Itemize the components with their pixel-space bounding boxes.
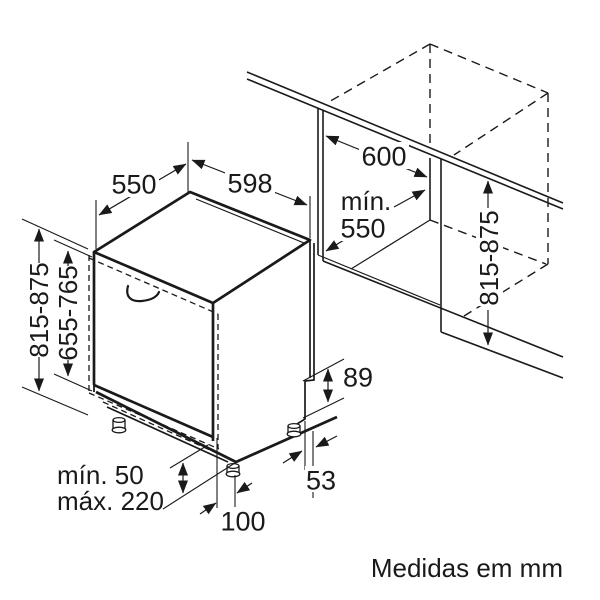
label-backings (110, 142, 503, 533)
adjustable-feet (111, 416, 302, 478)
appliance-height-label: 815-875 (24, 262, 54, 357)
plinth-max-label: máx. 220 (57, 486, 164, 516)
rear-foot-offset-label: 100 (220, 506, 265, 536)
appliance-depth-label: 550 (111, 169, 156, 199)
appliance-dashed-door-outline (88, 255, 231, 460)
rear-recess-height-label: 89 (343, 362, 373, 392)
appliance-width-label: 598 (227, 168, 272, 198)
door-panel-height-label: 655-765 (53, 265, 83, 360)
niche-height-label: 815-875 (474, 210, 504, 305)
front-right-foot (225, 462, 241, 478)
appliance-detail-lines (93, 198, 315, 463)
floor-lines (317, 219, 564, 379)
rear-recess-depth-label: 53 (306, 465, 336, 495)
door-handle (126, 284, 161, 303)
rear-foot (286, 422, 302, 438)
niche-depth-prefix-label: mín. (341, 186, 392, 216)
units-caption: Medidas em mm (371, 553, 563, 583)
niche-depth-value-label: 550 (340, 213, 385, 243)
niche-side-panels (317, 108, 442, 332)
front-left-foot (111, 416, 127, 434)
niche-width-label: 600 (361, 141, 406, 171)
plinth-min-label: mín. 50 (57, 460, 144, 490)
